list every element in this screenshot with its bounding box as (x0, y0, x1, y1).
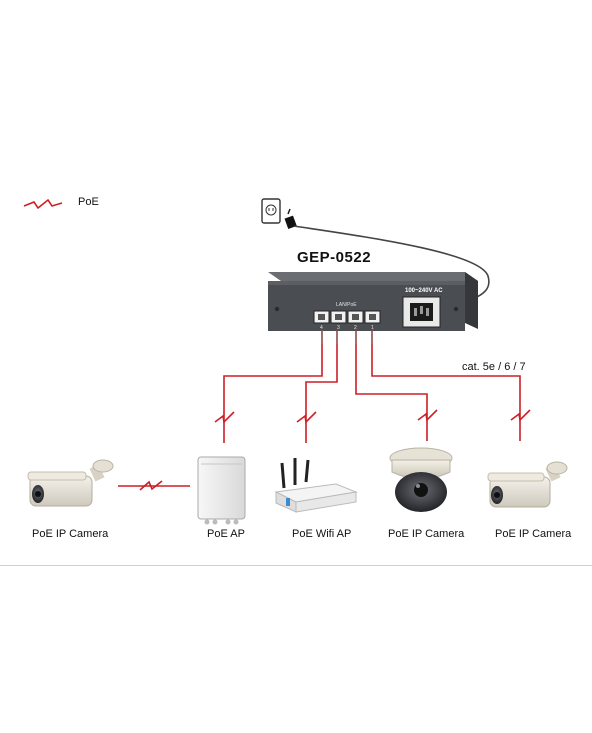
device-label-ap: PoE AP (207, 528, 245, 540)
legend-label: PoE (78, 196, 99, 208)
ethernet-cables (118, 330, 521, 487)
port-number-2: 2 (354, 325, 357, 331)
cable-port-1 (371, 330, 521, 441)
power-plug-icon (284, 208, 297, 230)
legend (23, 198, 63, 210)
cable-port-4 (223, 330, 323, 443)
device-label-wifi-ap: PoE Wifi AP (292, 528, 352, 540)
cable-port-3 (305, 330, 338, 443)
outdoor-ap (197, 456, 246, 525)
cable-type-label: cat. 5e / 6 / 7 (462, 361, 526, 373)
port-number-4: 4 (320, 325, 323, 331)
dome-camera (389, 447, 453, 512)
switch-power-label: 100~240V AC (405, 288, 443, 294)
poe-bolt-icon (510, 409, 531, 422)
switch-model-title: GEP-0522 (297, 249, 372, 266)
poe-switch (268, 272, 478, 331)
bullet-camera-left (27, 459, 114, 507)
bullet-camera-right (487, 461, 568, 508)
port-number-1: 1 (371, 325, 374, 331)
poe-bolt-icon (417, 409, 438, 422)
wifi-ap (274, 458, 358, 513)
device-label-camera-left: PoE IP Camera (32, 528, 109, 540)
poe-bolt-icon (296, 411, 317, 424)
cable-port-2 (355, 330, 428, 441)
poe-bolt-icons (139, 409, 531, 491)
port-number-3: 3 (337, 325, 340, 331)
device-label-dome-camera: PoE IP Camera (388, 528, 465, 540)
poe-legend-bolt-icon (23, 198, 63, 210)
power-outlet-icon (261, 198, 281, 224)
bottom-divider (0, 565, 592, 566)
poe-bolt-icon (139, 480, 163, 491)
device-label-camera-right: PoE IP Camera (495, 528, 572, 540)
switch-port-label: LAN/PoE (336, 302, 357, 308)
poe-bolt-icon (214, 411, 235, 424)
switch-ports (313, 310, 381, 324)
